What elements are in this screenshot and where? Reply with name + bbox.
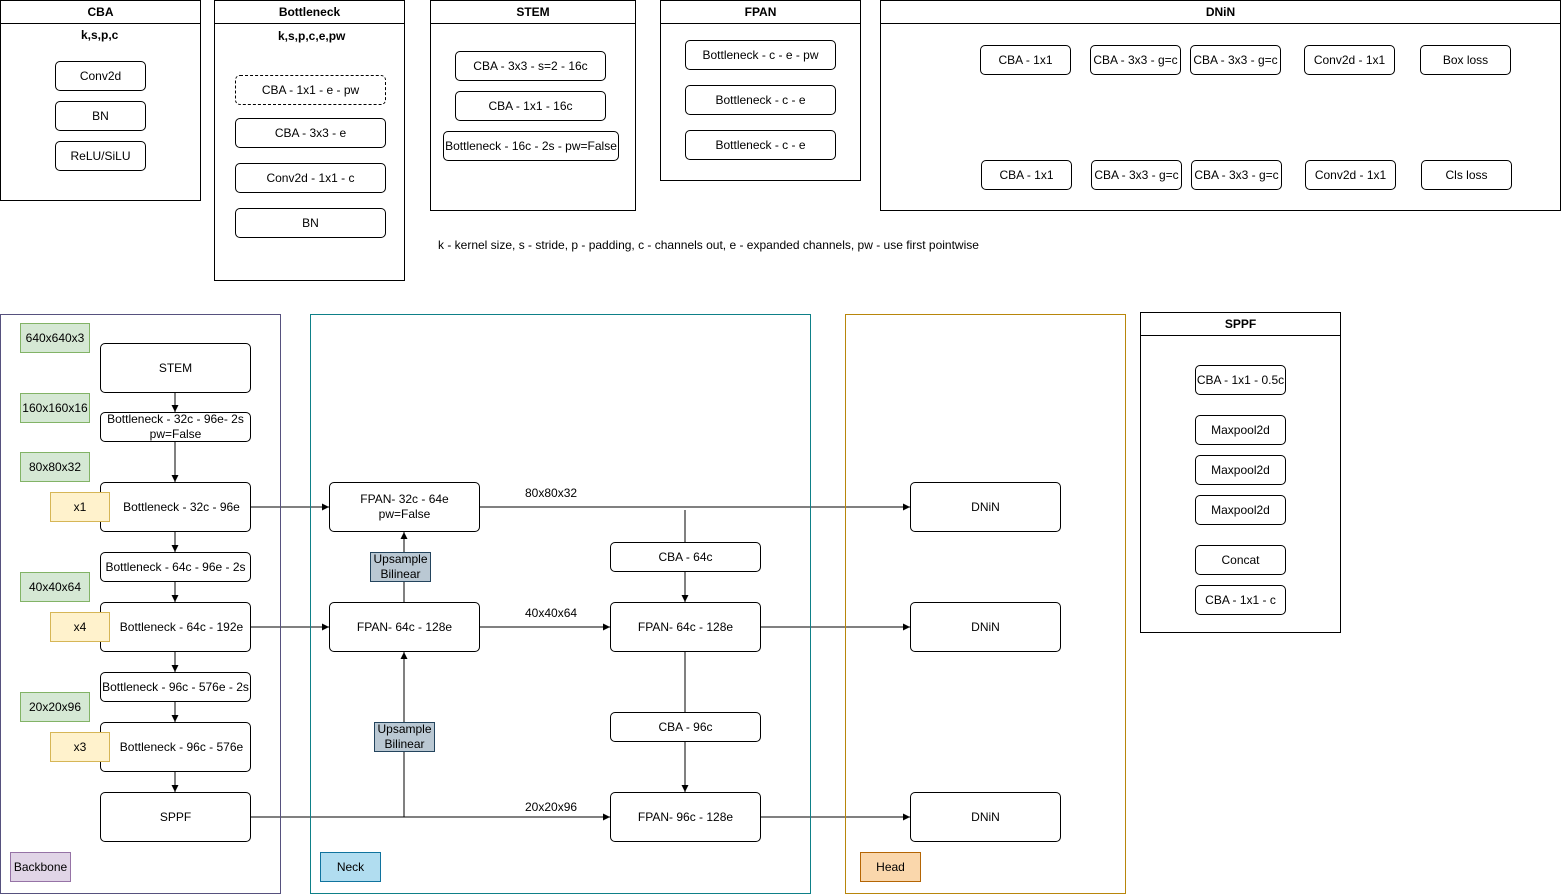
repeat-x1: x1 — [50, 492, 110, 522]
backbone-bottleneck-3: Bottleneck - 64c - 96e - 2s — [100, 552, 251, 582]
backbone-bottleneck-4: Bottleneck - 64c - 192e — [100, 602, 251, 652]
cba-conv2d: Conv2d — [55, 61, 146, 91]
dim-label-640: 640x640x3 — [20, 323, 90, 353]
legend-text: k - kernel size, s - stride, p - padding… — [438, 238, 979, 252]
fpan-block-title: FPAN — [661, 1, 860, 24]
dnin-box-cba-3x3-a: CBA - 3x3 - g=c — [1090, 45, 1181, 75]
edge-label-20: 20x20x96 — [525, 800, 578, 814]
head-tag: Head — [860, 852, 921, 882]
dnin-box-cba-1x1: CBA - 1x1 — [980, 45, 1071, 75]
backbone-bottleneck-6: Bottleneck - 96c - 576e — [100, 722, 251, 772]
sppf-concat: Concat — [1195, 545, 1286, 575]
neck-fpan-top: FPAN- 32c - 64e pw=False — [329, 482, 480, 532]
bottleneck-bn: BN — [235, 208, 386, 238]
stem-cba-3x3: CBA - 3x3 - s=2 - 16c — [455, 51, 606, 81]
edge-label-80: 80x80x32 — [525, 486, 578, 500]
backbone-bottleneck-1: Bottleneck - 32c - 96e- 2s pw=False — [100, 412, 251, 442]
neck-cba-64: CBA - 64c — [610, 542, 761, 572]
bottleneck-depthwise: CBA - 3x3 - e — [235, 118, 386, 148]
fpan-bottleneck-3: Bottleneck - c - e — [685, 130, 836, 160]
head-dnin-2: DNiN — [910, 602, 1061, 652]
stem-block-title: STEM — [431, 1, 635, 24]
backbone-bottleneck-5: Bottleneck - 96c - 576e - 2s — [100, 672, 251, 702]
neck-fpan-mid-left: FPAN- 64c - 128e — [329, 602, 480, 652]
backbone-bottleneck-2: Bottleneck - 32c - 96e — [100, 482, 251, 532]
sppf-block-title: SPPF — [1141, 313, 1340, 336]
neck-upsample-bottom: Upsample Bilinear — [374, 722, 435, 752]
sppf-maxpool-1: Maxpool2d — [1195, 415, 1286, 445]
dnin-box-conv2d: Conv2d - 1x1 — [1304, 45, 1395, 75]
fpan-bottleneck-1: Bottleneck - c - e - pw — [685, 40, 836, 70]
backbone-stem: STEM — [100, 343, 251, 393]
cba-block-title: CBA — [1, 1, 200, 24]
bottleneck-signature: k,s,p,c,e,pw — [278, 29, 346, 43]
edge-label-40: 40x40x64 — [525, 606, 578, 620]
dim-label-160: 160x160x16 — [20, 393, 90, 423]
sppf-maxpool-3: Maxpool2d — [1195, 495, 1286, 525]
dim-label-20: 20x20x96 — [20, 692, 90, 722]
dnin-cls-cba-3x3-b: CBA - 3x3 - g=c — [1191, 160, 1282, 190]
sppf-cba-reduce: CBA - 1x1 - 0.5c — [1195, 365, 1286, 395]
cba-signature: k,s,p,c — [81, 28, 119, 42]
dnin-box-cba-3x3-b: CBA - 3x3 - g=c — [1190, 45, 1281, 75]
repeat-x4: x4 — [50, 612, 110, 642]
neck-cba-96: CBA - 96c — [610, 712, 761, 742]
sppf-maxpool-2: Maxpool2d — [1195, 455, 1286, 485]
stem-bottleneck: Bottleneck - 16c - 2s - pw=False — [443, 131, 619, 161]
bottleneck-projection: Conv2d - 1x1 - c — [235, 163, 386, 193]
neck-tag: Neck — [320, 852, 381, 882]
backbone-sppf: SPPF — [100, 792, 251, 842]
stem-cba-1x1: CBA - 1x1 - 16c — [455, 91, 606, 121]
head-dnin-3: DNiN — [910, 792, 1061, 842]
head-dnin-1: DNiN — [910, 482, 1061, 532]
neck-upsample-top: Upsample Bilinear — [370, 552, 431, 582]
dim-label-80: 80x80x32 — [20, 452, 90, 482]
cba-activation: ReLU/SiLU — [55, 141, 146, 171]
dnin-block-title: DNiN — [881, 1, 1560, 24]
sppf-cba-expand: CBA - 1x1 - c — [1195, 585, 1286, 615]
fpan-bottleneck-2: Bottleneck - c - e — [685, 85, 836, 115]
bottleneck-block-title: Bottleneck — [215, 1, 404, 24]
dnin-cls-conv2d: Conv2d - 1x1 — [1305, 160, 1396, 190]
dnin-cls-loss: Cls loss — [1421, 160, 1512, 190]
repeat-x3: x3 — [50, 732, 110, 762]
bottleneck-pointwise: CBA - 1x1 - e - pw — [235, 75, 386, 105]
cba-bn: BN — [55, 101, 146, 131]
dnin-box-loss: Box loss — [1420, 45, 1511, 75]
neck-fpan-mid-right: FPAN- 64c - 128e — [610, 602, 761, 652]
dnin-cls-cba-3x3-a: CBA - 3x3 - g=c — [1091, 160, 1182, 190]
dim-label-40: 40x40x64 — [20, 572, 90, 602]
dnin-cls-cba-1x1: CBA - 1x1 — [981, 160, 1072, 190]
neck-fpan-bottom: FPAN- 96c - 128e — [610, 792, 761, 842]
backbone-tag: Backbone — [10, 852, 71, 882]
